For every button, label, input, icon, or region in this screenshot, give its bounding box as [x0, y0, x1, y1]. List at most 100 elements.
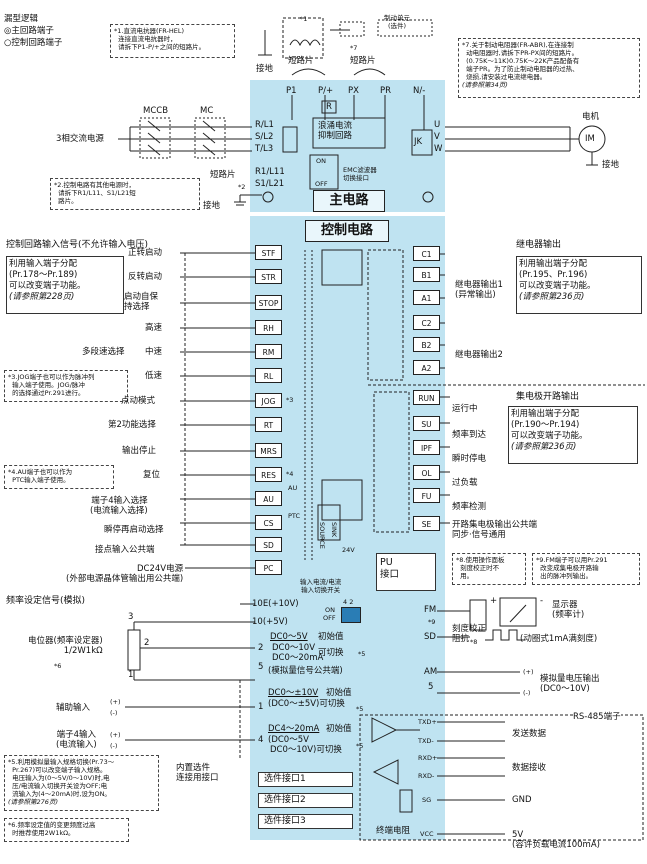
short-bar-2: 短路片: [350, 56, 376, 66]
star-5b: *5: [356, 705, 364, 713]
note-5-ref: (请参照第276页): [8, 798, 58, 806]
rs485-recv: 数据接收: [512, 763, 547, 773]
terminal-run: RUN: [413, 390, 440, 405]
im-label: IM: [585, 134, 595, 144]
input-switch-label: 输入电流/电流 输入切换开关: [300, 578, 342, 594]
terminal-t-l3: T/L3: [255, 144, 274, 154]
potentiometer-label: 电位器(频率设定器) 1/2W1kΩ: [28, 636, 103, 656]
input-header: 控制回路输入信号(不允许输入电压): [6, 240, 149, 250]
terminal-res: RES: [255, 467, 282, 482]
oc-header: 集电极开路输出: [516, 392, 580, 402]
terminal-px: PX: [348, 86, 359, 96]
note-7-ref: (请参照第34页): [462, 81, 508, 89]
display-label: 显示器 (频率计): [552, 600, 585, 620]
terminal-stop: STOP: [255, 295, 282, 310]
relay-function-text: 利用输出端子分配 (Pr.195、Pr.196) 可以改变端子功能。: [519, 259, 596, 291]
option-slot-2: 选件接口2: [258, 793, 353, 808]
range-4-d: DC0～10V)可切换: [270, 745, 342, 755]
terminal-b1: B1: [413, 267, 440, 282]
emc-label: EMC滤波器 切换接口: [343, 166, 377, 182]
input-label-stf: 正转启动: [128, 248, 163, 258]
terminal-vcc: VCC: [420, 830, 434, 838]
terminal-mrs: MRS: [255, 443, 282, 458]
am-plus: (+): [523, 668, 534, 676]
note-5: *5.利用模拟量输入规格切换(Pr.73～ Pr.267)可以改变端子输入规格。…: [4, 755, 159, 811]
terminal-a2: A2: [413, 360, 440, 375]
am-label: 模拟量电压输出 (DC0～10V): [540, 674, 600, 694]
terminal-2: 2: [258, 643, 264, 653]
pot-pin-2: 2: [144, 638, 150, 648]
terminal-stf: STF: [255, 245, 282, 260]
range-4-b: 初始值: [326, 724, 352, 734]
star-6: *6: [54, 662, 62, 670]
input-label-rl: 低速: [145, 371, 163, 381]
input-label-au: 端子4输入选择 (电流输入选择): [90, 496, 148, 516]
terminal-r-l1: R/L1: [255, 120, 274, 130]
terminal-c1: C1: [413, 246, 440, 261]
terminal-ol: OL: [413, 465, 440, 480]
relay-function-ref: (请参照第236页): [519, 292, 585, 302]
input-label-res: 复位: [143, 470, 161, 480]
switch-off: OFF: [323, 614, 336, 622]
terminal-se: SE: [413, 516, 440, 531]
input-label-jog: 点动模式: [121, 396, 156, 406]
note-1: *1.直流电抗器(FR-HEL) 连接直流电抗器时， 请拆下P1-P/+之间的短…: [110, 24, 235, 58]
terminal-s1-l21: S1/L21: [255, 179, 285, 189]
pot-pin-3: 3: [128, 612, 134, 622]
oc-label-se: 开路集电极输出公共端 同步·信号通用: [452, 520, 538, 540]
control-circuit-title: 控制电路: [305, 220, 389, 242]
star-1: *1: [300, 15, 308, 23]
fm-plus: +: [490, 596, 498, 606]
switch-on: ON: [325, 606, 335, 614]
terminal-c2: C2: [413, 315, 440, 330]
terminal-sd: SD: [255, 537, 282, 552]
range-1-c: (DC0～±5V)可切换: [268, 699, 345, 709]
terminal-10: 10(+5V): [252, 617, 288, 627]
range-2-c: DC0～10V: [272, 643, 316, 653]
motor-label: 电机: [582, 112, 600, 122]
legend-main-terminal: ◎主回路端子: [4, 26, 54, 36]
input-function-ref: (请参照第228页): [9, 292, 75, 302]
note-6: *6.频率设定值的变更频度过高 时推荐使用2W1kΩ。: [4, 818, 129, 842]
short-bar-1: 短路片: [288, 56, 314, 66]
terminal-1: 1: [258, 702, 264, 712]
terminal-rt: RT: [255, 417, 282, 432]
range-2-b: 初始值: [318, 632, 344, 642]
terminal-rl: RL: [255, 368, 282, 383]
option-slot-1: 选件接口1: [258, 772, 353, 787]
range-2-d: DC0～20mA: [272, 653, 324, 663]
analog-common: (模拟量信号公共端): [268, 666, 343, 676]
sink-label: SINK: [330, 522, 338, 538]
input-function-text: 利用输入端子分配 (Pr.178～Pr.189) 可以改变端子功能。: [9, 259, 86, 291]
input-function-box: 利用输入端子分配 (Pr.178～Pr.189) 可以改变端子功能。 (请参照第…: [6, 256, 124, 314]
terminal-str: STR: [255, 269, 282, 284]
terminal-5: 5: [258, 662, 264, 672]
terminal-s-l2: S/L2: [255, 132, 274, 142]
emc-off: OFF: [315, 180, 328, 188]
input-label-cs: 瞬停再启动选择: [104, 525, 164, 535]
terminal-u: U: [434, 120, 441, 130]
legend-title: 漏型逻辑: [4, 14, 39, 24]
rs485-gnd: GND: [512, 795, 532, 805]
input-label-rt: 第2功能选择: [108, 420, 156, 430]
inrush-label: 浪涌电流 抑制回路: [318, 121, 353, 141]
terminal-cs: CS: [255, 515, 282, 530]
terminal-rh: RH: [255, 320, 282, 335]
input-label-stop: 启动自保 持选择: [124, 292, 159, 312]
terminal-w: W: [434, 144, 443, 154]
note-7-text: *7.关于制动电阻器(FR-ABR),在连接制 动电阻器时,请拆下PR-PX间的…: [462, 41, 580, 81]
supply-label: 3相交流电源: [56, 134, 104, 144]
terminal-sd-fm: SD: [424, 632, 436, 642]
note-7: *7.关于制动电阻器(FR-ABR),在连接制 动电阻器时,请拆下PR-PX间的…: [458, 38, 640, 98]
relay-output-2: 继电器输出2: [455, 350, 503, 360]
terminal-am: AM: [424, 667, 438, 677]
terminal-r1-l11: R1/L11: [255, 167, 285, 177]
note-5-text: *5.利用模拟量输入规格切换(Pr.73～ Pr.267)可以改变端子输入规格。…: [8, 758, 115, 798]
terminal-v: V: [434, 132, 440, 142]
multi-speed-label: 多段速选择: [82, 347, 125, 357]
legend-control-terminal: ○控制回路端子: [4, 38, 63, 48]
terminal-au: AU: [255, 491, 282, 506]
input-label-sd: 接点输入公共端: [95, 545, 155, 555]
terminal-ipf: IPF: [413, 440, 440, 455]
